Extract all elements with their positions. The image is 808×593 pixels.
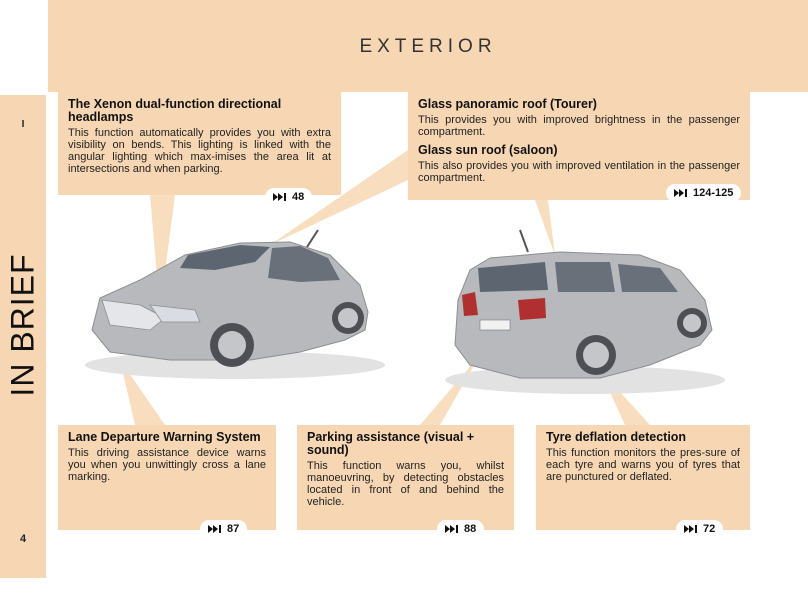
page-reference[interactable]: 88 [437, 520, 485, 538]
callout-text: This driving assistance device warns you… [68, 447, 266, 483]
leader-park [420, 355, 480, 425]
callout-tyre-deflation: Tyre deflation detection This function m… [536, 425, 750, 538]
page-reference-number: 72 [703, 523, 716, 535]
callout-text: This provides you with improved brightne… [418, 114, 740, 138]
callout-title: Glass panoramic roof (Tourer) [418, 97, 597, 111]
page-title: EXTERIOR [359, 36, 497, 57]
header-band: EXTERIOR [48, 0, 808, 92]
callout-title: Lane Departure Warning System [68, 430, 261, 444]
callout-title: Glass sun roof (saloon) [418, 143, 558, 157]
saloon-car-drawing [85, 229, 385, 379]
page-reference[interactable]: 124-125 [666, 184, 742, 202]
callout-glass-roof: Glass panoramic roof (Tourer) This provi… [408, 92, 750, 202]
callout-text: This function monitors the pres-sure of … [546, 447, 740, 483]
page-reference[interactable]: 72 [676, 520, 724, 538]
callout-lane-departure: Lane Departure Warning System This drivi… [58, 425, 276, 538]
page-reference-number: 124-125 [693, 187, 734, 199]
section-numeral: I [21, 119, 25, 130]
callout-title: Tyre deflation detection [546, 430, 687, 444]
page-reference-number: 87 [227, 523, 240, 535]
callout-title: Parking assistance (visual + sound) [307, 430, 475, 457]
page-reference-number: 88 [464, 523, 477, 535]
skip-forward-icon [684, 525, 697, 533]
skip-forward-icon [674, 189, 687, 197]
callout-parking-assistance: Parking assistance (visual + sound) This… [297, 425, 514, 538]
estate-car-drawing [445, 229, 725, 394]
page-number: 4 [19, 533, 27, 545]
page-reference[interactable]: 48 [265, 188, 313, 206]
leader-roof-tourer [535, 200, 555, 255]
skip-forward-icon [273, 193, 286, 201]
callout-xenon-headlamps: The Xenon dual-function directional head… [58, 92, 341, 206]
skip-forward-icon [445, 525, 458, 533]
leader-lane [120, 360, 165, 425]
callout-text: This function automatically provides you… [68, 127, 331, 175]
callout-title: The Xenon dual-function directional head… [68, 97, 282, 124]
leader-xenon [150, 195, 175, 310]
callout-text: This also provides you with improved ven… [418, 160, 740, 184]
leader-roof [270, 150, 408, 245]
skip-forward-icon [208, 525, 221, 533]
section-tab: I IN BRIEF 4 [0, 95, 46, 578]
page-reference-number: 48 [292, 191, 305, 203]
callout-text: This function warns you, whilst manoeuvr… [307, 460, 504, 508]
page-reference[interactable]: 87 [200, 520, 248, 538]
